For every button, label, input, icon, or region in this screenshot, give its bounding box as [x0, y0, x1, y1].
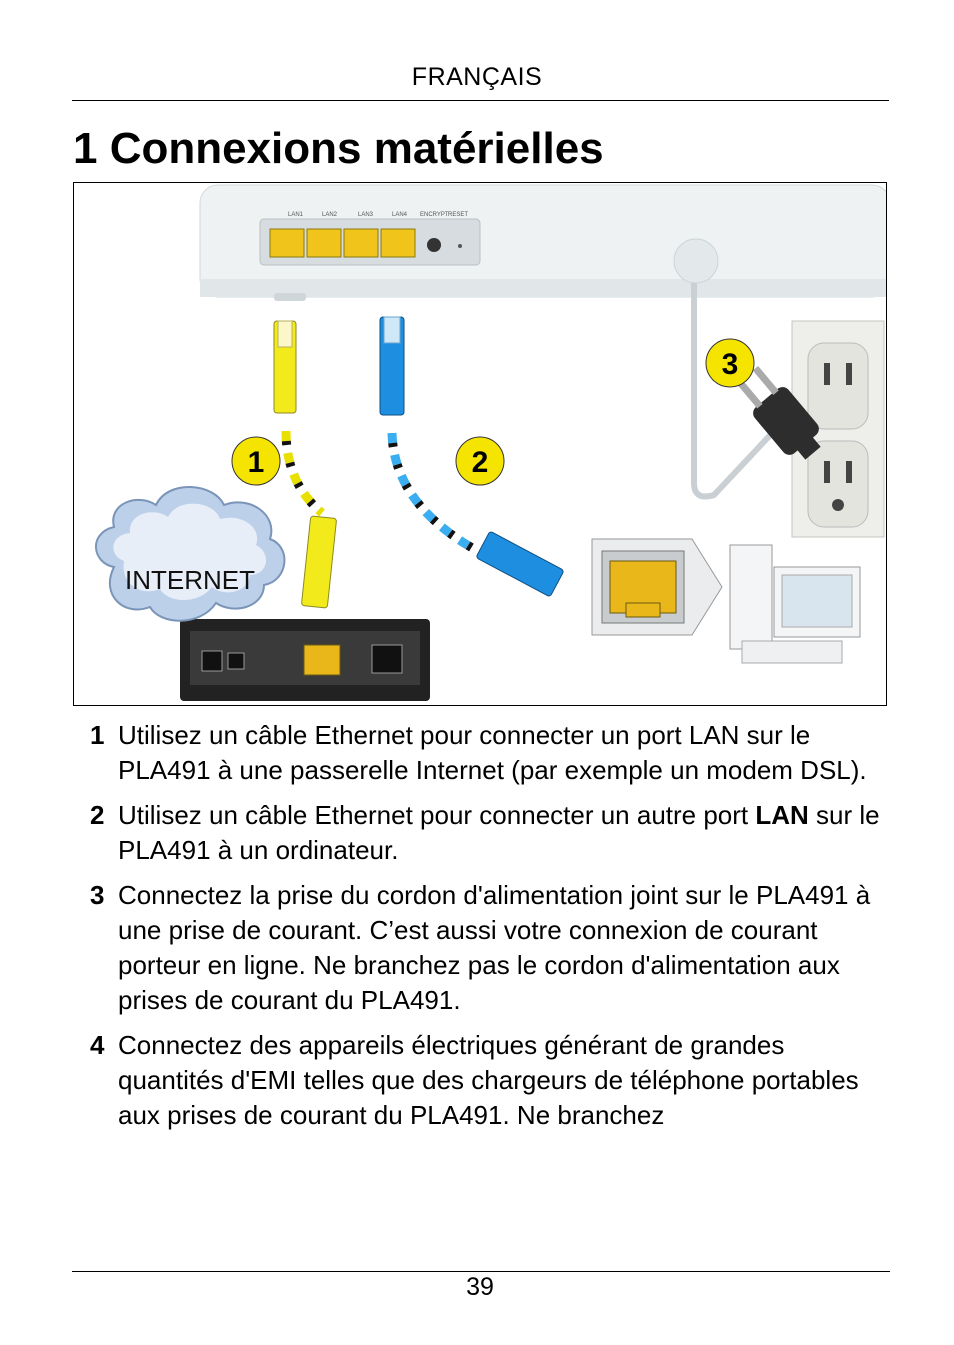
- port-label-lan1: LAN1: [288, 212, 304, 218]
- step-number: 1: [90, 720, 105, 750]
- port-label-reset: RESET: [448, 212, 468, 218]
- step-text: Utilisez un câble Ethernet pour connecte…: [118, 800, 880, 865]
- port-label-lan4: LAN4: [392, 212, 408, 218]
- internet-cloud: INTERNET: [95, 486, 286, 622]
- page-number: 39: [466, 1273, 494, 1301]
- internet-cable: [273, 320, 337, 609]
- instruction-list: 1 Utilisez un câble Ethernet pour connec…: [90, 718, 895, 1143]
- lan-cable: [379, 316, 564, 597]
- wall-outlet: [791, 320, 885, 538]
- badge-1: 1: [248, 446, 265, 479]
- step-number: 4: [90, 1030, 105, 1060]
- step-number: 2: [90, 800, 105, 830]
- step-2: 2 Utilisez un câble Ethernet pour connec…: [90, 798, 895, 868]
- port-label-encrypt: ENCRYPT: [420, 212, 449, 218]
- header-rule: [72, 100, 889, 101]
- step-4: 4 Connectez des appareils électriques gé…: [90, 1028, 895, 1133]
- port-label-lan3: LAN3: [358, 212, 374, 218]
- step-text: Connectez la prise du cordon d'alimentat…: [118, 880, 871, 1015]
- power-plug: [736, 366, 821, 460]
- step-text-bold: LAN: [755, 800, 809, 830]
- section-title: 1 Connexions matérielles: [73, 124, 604, 173]
- step-text: Connectez des appareils électriques géné…: [118, 1030, 859, 1130]
- step-1: 1 Utilisez un câble Ethernet pour connec…: [90, 718, 895, 788]
- running-header-language: FRANÇAIS: [411, 63, 543, 91]
- step-text-part: Utilisez un câble Ethernet pour connecte…: [118, 800, 756, 830]
- footer-rule: [72, 1271, 890, 1272]
- computer-illustration: [591, 538, 861, 664]
- step-text: Utilisez un câble Ethernet pour connecte…: [118, 720, 867, 785]
- port-label-lan2: LAN2: [322, 212, 338, 218]
- step-badges: 1 2 3: [231, 338, 755, 486]
- badge-3: 3: [722, 348, 739, 381]
- badge-2: 2: [472, 446, 489, 479]
- dsl-modem: [180, 619, 430, 701]
- internet-label: INTERNET: [125, 565, 255, 595]
- hardware-connection-figure: LAN1 LAN2 LAN3 LAN4 ENCRYPT RESET: [73, 182, 887, 706]
- step-number: 3: [90, 880, 105, 910]
- lan-ports: [269, 228, 416, 258]
- step-text-part: sur le PLA491 à un ordinateur.: [118, 800, 880, 865]
- step-3: 3 Connectez la prise du cordon d'aliment…: [90, 878, 895, 1018]
- pla491-device: LAN1 LAN2 LAN3 LAN4 ENCRYPT RESET: [199, 184, 886, 301]
